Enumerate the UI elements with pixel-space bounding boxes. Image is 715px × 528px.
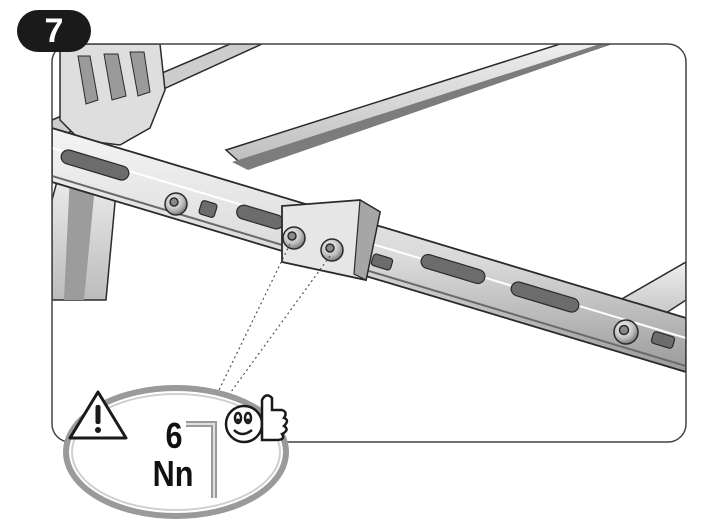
bolts [164, 192, 639, 345]
frame-drawing [52, 44, 686, 374]
thumbs-up-mascot-icon [224, 394, 289, 444]
step-badge: 7 [17, 10, 91, 52]
torque-value: 6 [165, 415, 183, 456]
step-number: 7 [44, 12, 64, 50]
beam-slots [60, 149, 676, 349]
torque-unit: Nn [152, 453, 194, 494]
callout-lines [217, 243, 331, 397]
warning-icon [68, 390, 128, 440]
